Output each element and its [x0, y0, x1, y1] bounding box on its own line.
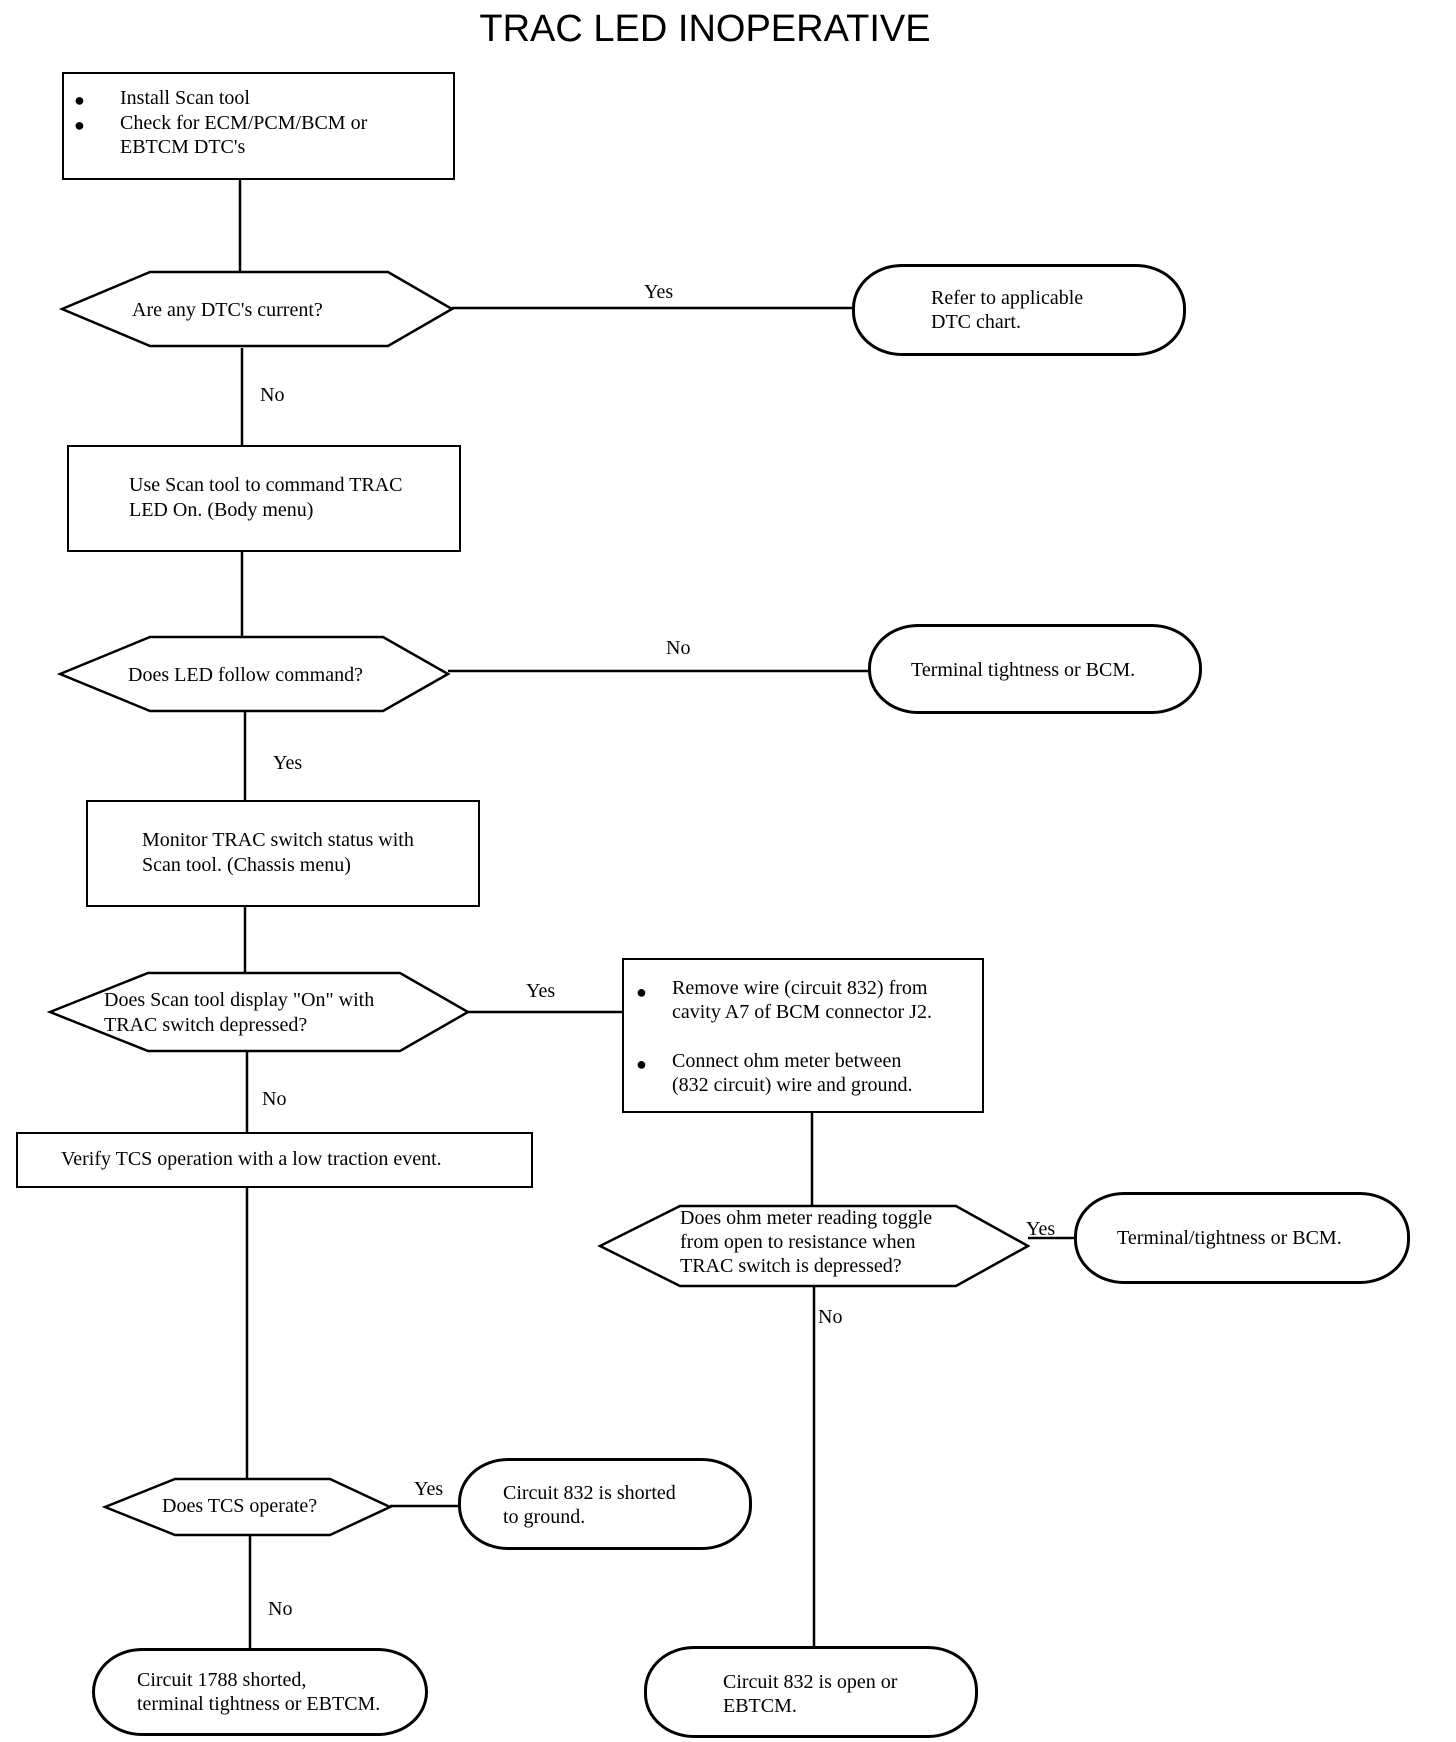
action-a3-item-1-cont: cavity A7 of BCM connector J2.	[672, 1001, 932, 1023]
edge-label-q3-no: No	[262, 1088, 287, 1110]
action-a1-line-2: LED On. (Body menu)	[129, 499, 314, 521]
start-item-2: Check for ECM/PCM/BCM or	[120, 112, 368, 134]
decision-q4-line-1: Does ohm meter reading toggle	[680, 1207, 933, 1229]
terminal-r7: Circuit 832 is open or EBTCM.	[644, 1646, 978, 1738]
terminal-r6-line-2: terminal tightness or EBTCM.	[137, 1693, 381, 1715]
terminal-r7-line-2: EBTCM.	[723, 1695, 797, 1717]
terminal-r2: Terminal tightness or BCM.	[868, 624, 1202, 714]
page-title: TRAC LED INOPERATIVE	[479, 8, 931, 50]
edge-label-q1-no: No	[260, 384, 285, 406]
bullet-icon: ●	[636, 982, 647, 1002]
action-box-a4: Verify TCS operation with a low traction…	[16, 1132, 533, 1188]
decision-diamond-q2	[56, 635, 451, 713]
action-box-a3: ● Remove wire (circuit 832) from cavity …	[622, 958, 984, 1113]
action-box-a2: Monitor TRAC switch status with Scan too…	[86, 800, 480, 907]
decision-q5-text: Does TCS operate?	[162, 1495, 318, 1517]
edge-label-q4-yes: Yes	[1026, 1218, 1056, 1240]
terminal-r1-line-2: DTC chart.	[931, 311, 1021, 333]
action-box-a1: Use Scan tool to command TRAC LED On. (B…	[67, 445, 461, 552]
start-box: ● Install Scan tool ● Check for ECM/PCM/…	[62, 72, 455, 180]
edge-label-q2-yes: Yes	[273, 752, 303, 774]
decision-diamond-q3	[46, 971, 471, 1053]
bullet-icon: ●	[74, 115, 85, 135]
edge-label-q5-yes: Yes	[414, 1478, 444, 1500]
terminal-r4: Terminal/tightness or BCM.	[1074, 1192, 1410, 1284]
decision-q1-text: Are any DTC's current?	[132, 299, 323, 321]
terminal-r5: Circuit 832 is shorted to ground.	[458, 1458, 752, 1550]
edge-label-q1-yes: Yes	[644, 281, 674, 303]
action-a1-line-1: Use Scan tool to command TRAC	[129, 474, 403, 496]
decision-diamond-q4	[597, 1204, 1031, 1288]
decision-q4-line-3: TRAC switch is depressed?	[680, 1255, 902, 1277]
action-a2-line-1: Monitor TRAC switch status with	[142, 829, 414, 851]
terminal-r6-line-1: Circuit 1788 shorted,	[137, 1669, 307, 1691]
terminal-r1-line-1: Refer to applicable	[931, 287, 1084, 309]
decision-diamond-q5	[101, 1477, 393, 1537]
terminal-r1: Refer to applicable DTC chart.	[852, 264, 1186, 356]
start-item-1: Install Scan tool	[120, 87, 250, 109]
action-a3-item-2: Connect ohm meter between	[672, 1050, 902, 1072]
decision-q3-line-2: TRAC switch depressed?	[104, 1014, 308, 1036]
action-a3-item-2-cont: (832 circuit) wire and ground.	[672, 1074, 913, 1096]
decision-diamond-q1	[58, 270, 455, 348]
decision-q4-line-2: from open to resistance when	[680, 1231, 916, 1253]
edge-label-q3-yes: Yes	[526, 980, 556, 1002]
edge-label-q5-no: No	[268, 1598, 293, 1620]
terminal-r4-line-1: Terminal/tightness or BCM.	[1117, 1227, 1342, 1249]
decision-q3-line-1: Does Scan tool display "On" with	[104, 989, 375, 1011]
edge-label-q4-no: No	[818, 1306, 843, 1328]
terminal-r7-line-1: Circuit 832 is open or	[723, 1671, 898, 1693]
terminal-r5-line-1: Circuit 832 is shorted	[503, 1482, 676, 1504]
terminal-r5-line-2: to ground.	[503, 1506, 586, 1528]
bullet-icon: ●	[74, 90, 85, 110]
terminal-r2-line-1: Terminal tightness or BCM.	[911, 659, 1136, 681]
start-item-2-cont: EBTCM DTC's	[120, 136, 246, 158]
action-a3-item-1: Remove wire (circuit 832) from	[672, 977, 928, 999]
edge-label-q2-no: No	[666, 637, 691, 659]
terminal-r6: Circuit 1788 shorted, terminal tightness…	[92, 1648, 428, 1736]
action-a4-line-1: Verify TCS operation with a low traction…	[61, 1148, 442, 1170]
bullet-icon: ●	[636, 1054, 647, 1074]
action-a2-line-2: Scan tool. (Chassis menu)	[142, 854, 351, 876]
decision-q2-text: Does LED follow command?	[128, 664, 363, 686]
